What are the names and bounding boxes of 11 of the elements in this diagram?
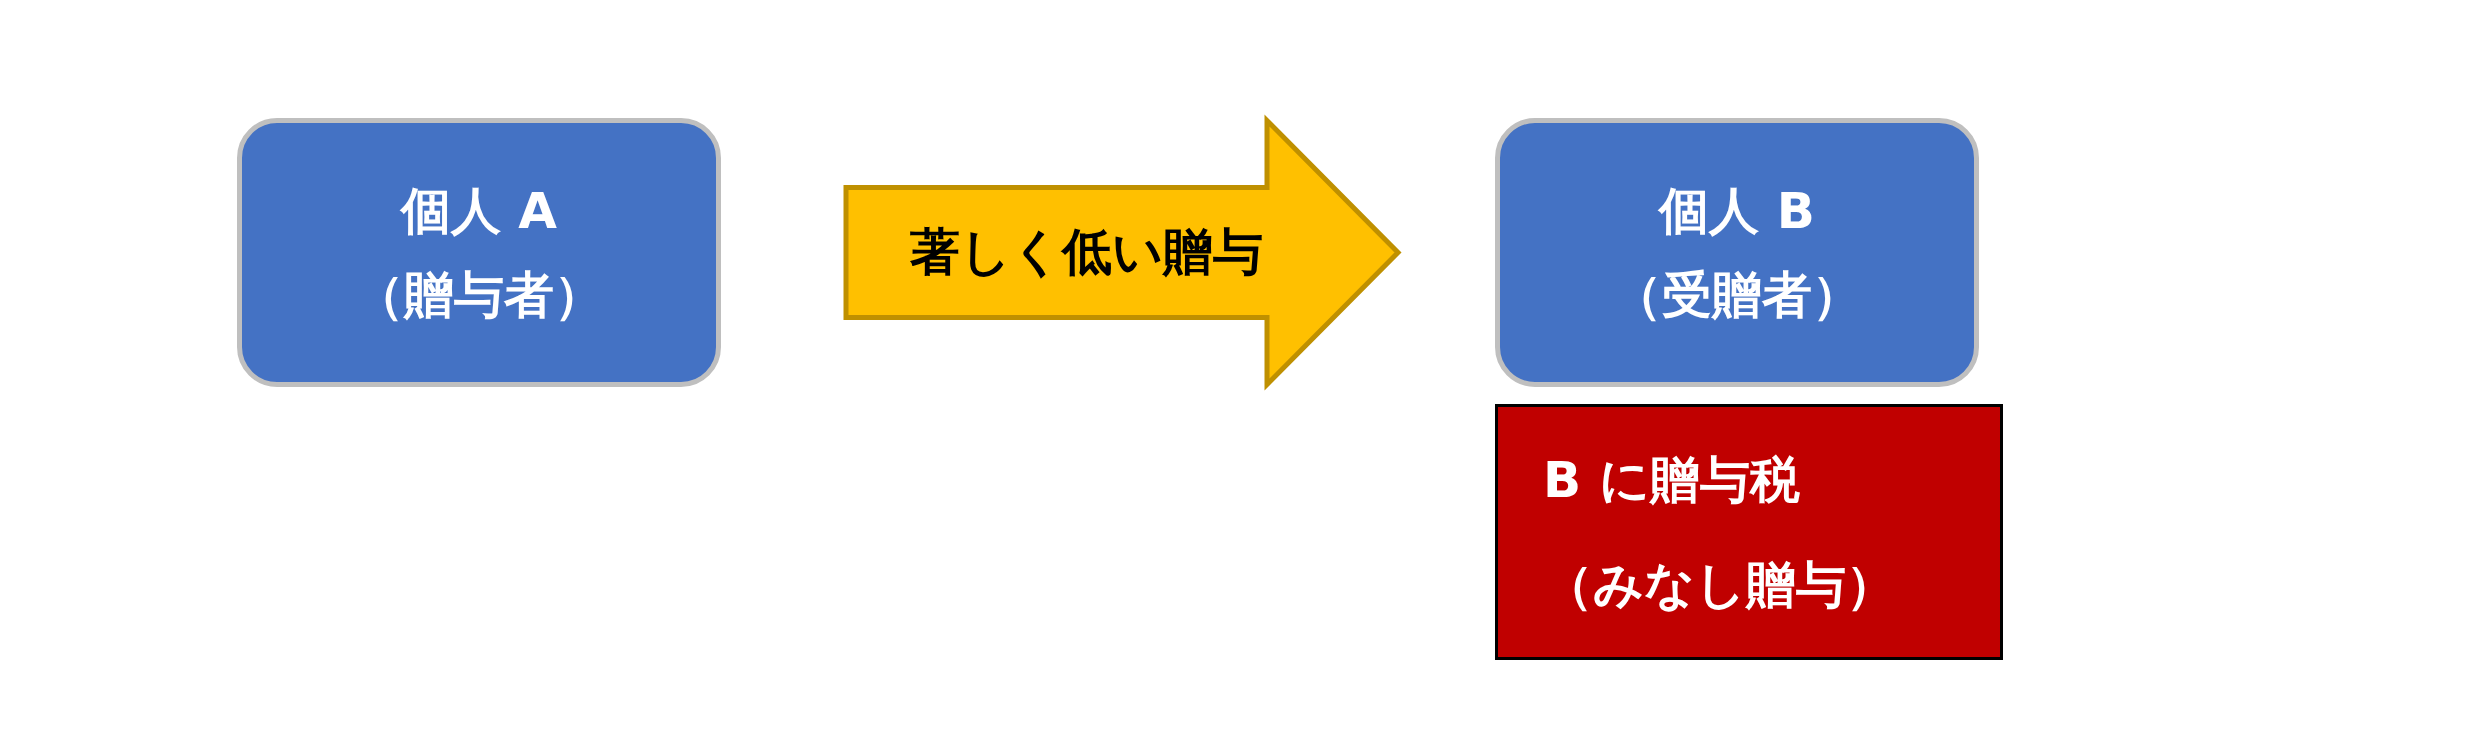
person-box (1495, 118, 1979, 387)
box-subtitle: （贈与者） (354, 264, 604, 325)
person-box (237, 118, 721, 387)
block-arrow (843, 114, 1402, 391)
box-title: 個人 B (1659, 180, 1815, 241)
box-title: 個人 A (400, 180, 558, 241)
box-subtitle: （受贈者） (1612, 264, 1862, 325)
box-title: B に贈与税 (1543, 449, 1800, 510)
edge-label: 著しく低い贈与 (910, 222, 1263, 283)
box-subtitle: （みなし贈与） (1543, 554, 1896, 615)
result-box (1495, 404, 2003, 660)
